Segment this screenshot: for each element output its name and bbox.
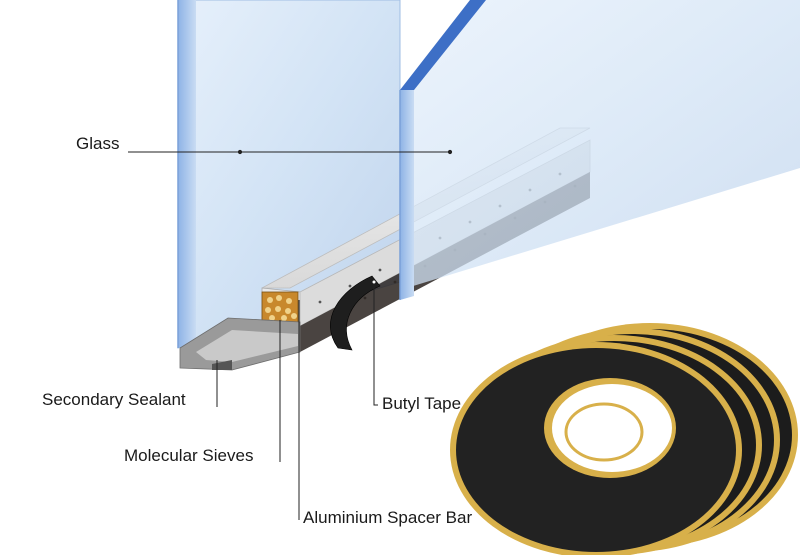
molecular-sieves-fill: [261, 291, 299, 323]
label-glass: Glass: [76, 134, 120, 153]
label-secondary-sealant: Secondary Sealant: [42, 390, 186, 409]
butyl-tape-peel: [330, 275, 381, 351]
label-butyl-tape: Butyl Tape: [382, 394, 462, 413]
butyl-tape-rolls: [450, 323, 798, 555]
label-molecular-sieves: Molecular Sieves: [124, 446, 254, 465]
back-glass-pane: [399, 0, 800, 300]
label-aluminium-spacer-bar: Aluminium Spacer Bar: [303, 508, 473, 527]
secondary-sealant: [179, 317, 301, 371]
leader-lines: [128, 149, 453, 520]
front-glass-pane: [177, 0, 401, 349]
